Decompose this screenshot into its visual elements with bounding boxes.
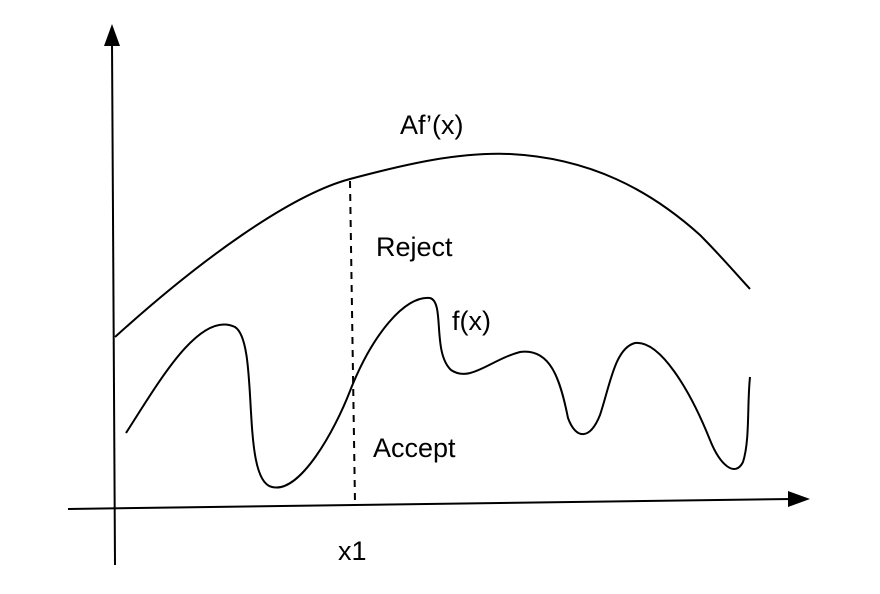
y-axis-arrowhead: [104, 24, 120, 46]
target-curve: [125, 296, 751, 489]
envelope-label: Af’(x): [400, 110, 464, 140]
x1-tick-label: x1: [338, 536, 367, 566]
accept-region-label: Accept: [373, 433, 456, 463]
x1-dashed-line: [349, 180, 356, 504]
reject-region-label: Reject: [376, 232, 453, 262]
x-axis-arrowhead: [788, 491, 810, 507]
y-axis: [111, 41, 116, 566]
target-function-label: f(x): [452, 306, 491, 336]
envelope-curve: [114, 152, 751, 338]
x-axis: [67, 498, 793, 510]
